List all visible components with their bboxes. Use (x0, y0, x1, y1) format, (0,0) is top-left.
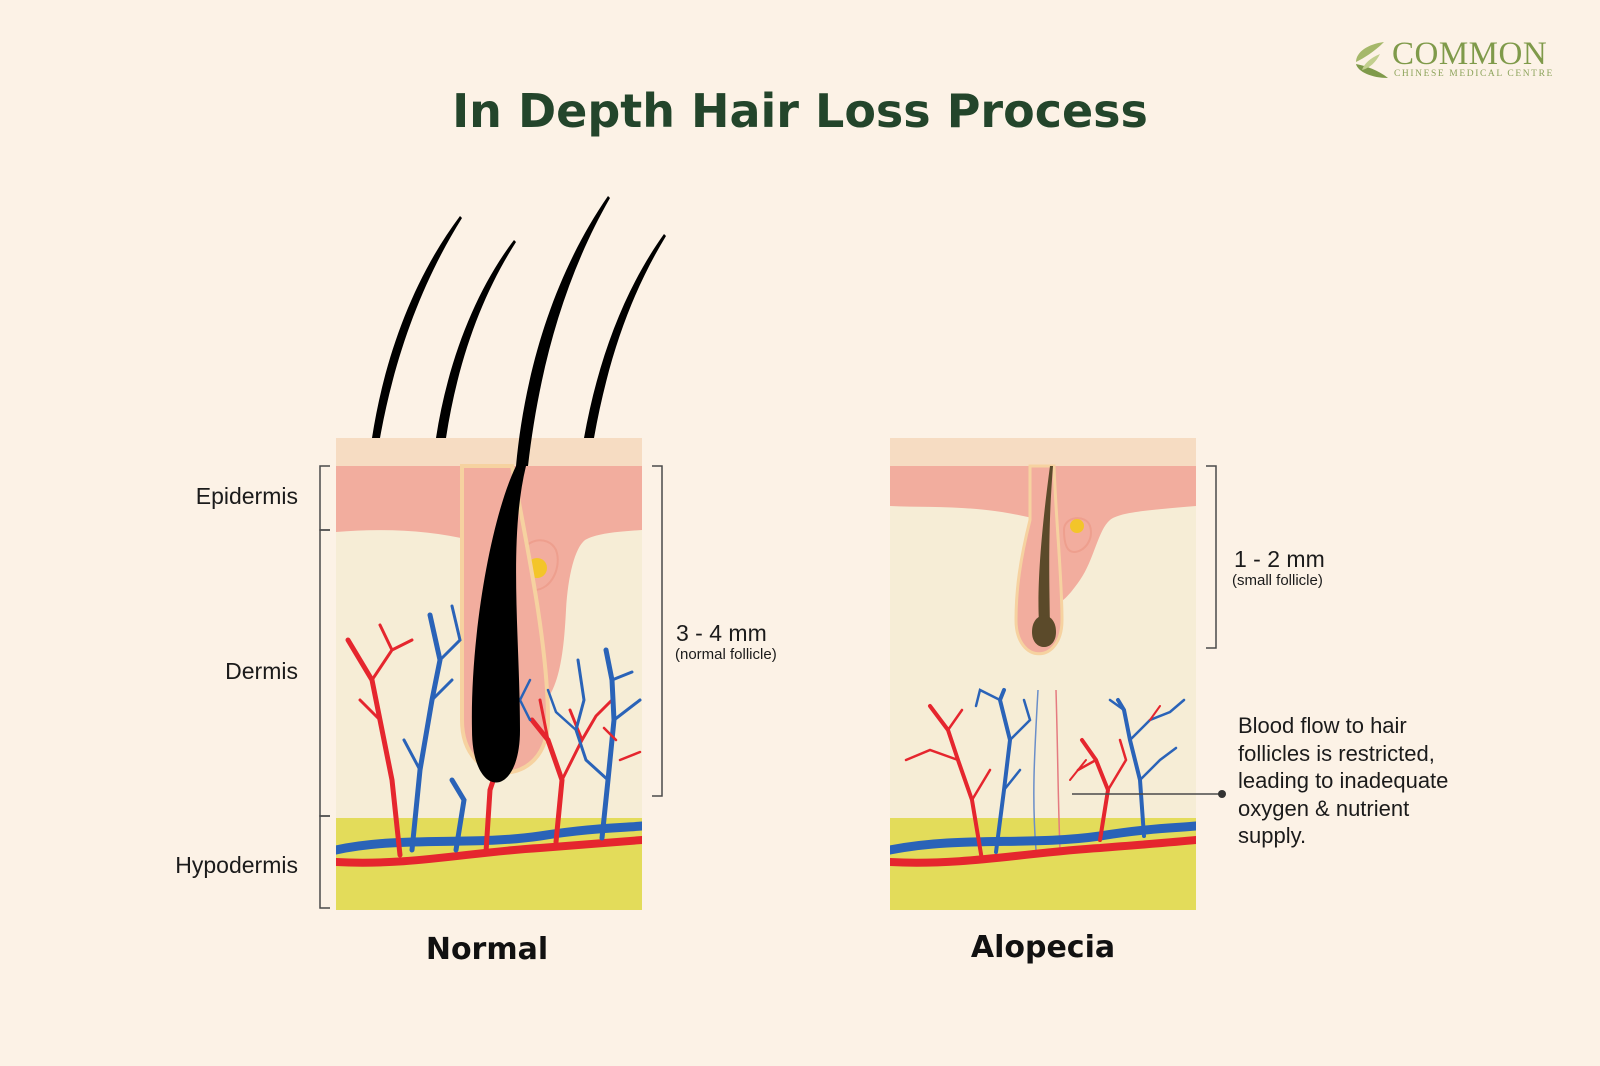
layer-brackets (319, 465, 1222, 909)
leaf-logo-icon (1356, 42, 1388, 78)
brand-logo: COMMON CHINESE MEDICAL CENTRE (1350, 36, 1570, 86)
label-dermis: Dermis (225, 658, 298, 684)
gland-spot (1070, 519, 1084, 533)
normal-measure: 3 - 4 mm (676, 620, 767, 646)
page-title: In Depth Hair Loss Process (452, 84, 1148, 138)
logo-name: COMMON (1392, 36, 1548, 72)
normal-caption: Normal (425, 932, 549, 967)
alopecia-measure: 1 - 2 mm (1234, 546, 1325, 572)
annotation-dot (1218, 790, 1226, 798)
small-hair-root (1032, 615, 1056, 647)
normal-hair-strands (372, 196, 666, 466)
alopecia-skin-section (890, 438, 1196, 910)
hair-root (471, 466, 526, 783)
normal-skin-section (336, 438, 642, 910)
skin-surface (336, 438, 642, 466)
label-epidermis: Epidermis (195, 483, 298, 509)
normal-capillaries (336, 604, 642, 867)
alopecia-capillaries (890, 688, 1196, 867)
alopecia-blood-flow-note: Blood flow to hair follicles is restrict… (1238, 713, 1449, 848)
skin-surface (890, 438, 1196, 466)
logo-subtitle: CHINESE MEDICAL CENTRE (1394, 69, 1554, 79)
alopecia-measure-note: (small follicle) (1232, 572, 1323, 589)
normal-measure-note: (normal follicle) (675, 646, 777, 663)
alopecia-caption: Alopecia (970, 930, 1116, 965)
follicle-sheath (1014, 464, 1064, 656)
label-hypodermis: Hypodermis (175, 852, 298, 878)
